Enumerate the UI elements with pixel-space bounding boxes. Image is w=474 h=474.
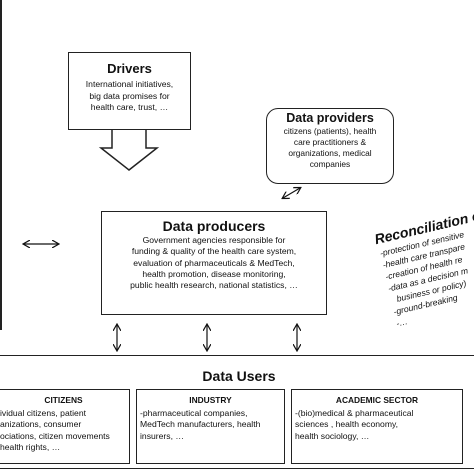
drivers-line: big data promises for: [89, 90, 170, 101]
producers-line: public health research, national statist…: [130, 280, 298, 291]
academic-sector-description: -(bio)medical & pharmaceutical sciences …: [292, 408, 462, 442]
academic-line: sciences , health economy,: [295, 419, 399, 430]
citizens-line: anizations, consumer: [0, 419, 82, 430]
drivers-description: International initiatives, big data prom…: [69, 79, 190, 114]
data-providers-box: Data providers citizens (patients), heal…: [266, 108, 394, 184]
industry-line: insurers, …: [140, 430, 184, 441]
data-providers-description: citizens (patients), health care practit…: [267, 126, 393, 170]
data-producers-title: Data producers: [162, 218, 266, 234]
providers-line: organizations, medical: [288, 148, 372, 158]
drivers-title: Drivers: [107, 61, 152, 76]
citizens-line: health rights, …: [0, 442, 61, 453]
academic-line: -(bio)medical & pharmaceutical: [295, 408, 414, 418]
citizens-column: CITIZENS ividual citizens, patient aniza…: [0, 389, 130, 464]
academic-sector-heading: ACADEMIC SECTOR: [335, 395, 419, 405]
drivers-line: health care, trust, …: [90, 102, 169, 113]
providers-line: citizens (patients), health: [283, 126, 377, 136]
left-edge-line: [0, 0, 2, 330]
producers-line: funding & quality of the health care sys…: [131, 246, 297, 257]
citizens-heading: CITIZENS: [44, 395, 83, 405]
industry-description: -pharmaceutical companies, MedTech manuf…: [137, 408, 284, 442]
citizens-line: ividual citizens, patient: [0, 408, 86, 418]
producers-line: Government agencies responsible for: [142, 235, 286, 245]
academic-sector-column: ACADEMIC SECTOR -(bio)medical & pharmace…: [291, 389, 463, 464]
data-providers-title: Data providers: [286, 111, 374, 125]
producers-line: evaluation of pharmaceuticals & MedTech,: [133, 257, 295, 268]
industry-line: -pharmaceutical companies,: [140, 408, 248, 418]
providers-line: companies: [309, 159, 351, 169]
industry-column: INDUSTRY -pharmaceutical companies, MedT…: [136, 389, 285, 464]
industry-heading: INDUSTRY: [189, 395, 232, 405]
drivers-down-arrow: [98, 130, 160, 171]
citizens-line: ociations, citizen movements: [0, 430, 110, 441]
industry-line: MedTech manufacturers, health: [140, 419, 261, 430]
drivers-box: Drivers International initiatives, big d…: [68, 52, 191, 130]
data-producers-description: Government agencies responsible for fund…: [102, 235, 326, 291]
citizens-description: ividual citizens, patient anizations, co…: [0, 408, 129, 454]
providers-line: care practitioners &: [293, 137, 367, 147]
data-producers-box: Data producers Government agencies respo…: [101, 211, 327, 315]
producers-line: health promotion, disease monitoring,: [142, 268, 286, 279]
academic-line: health sociology, …: [295, 430, 370, 441]
data-users-box: Data Users CITIZENS ividual citizens, pa…: [0, 355, 474, 469]
drivers-line: International initiatives,: [85, 79, 174, 89]
data-users-title: Data Users: [202, 368, 276, 384]
providers-producers-arrow: [283, 188, 300, 198]
